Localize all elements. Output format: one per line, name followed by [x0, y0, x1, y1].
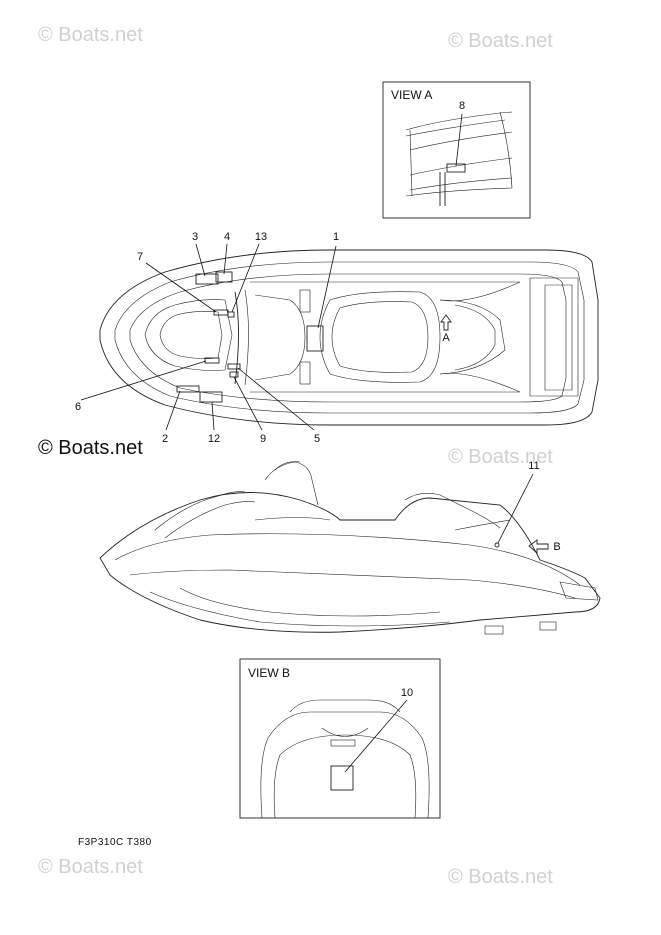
callout-8: 8	[458, 100, 466, 112]
leader-11	[497, 473, 534, 544]
label-decal-6	[204, 357, 220, 364]
label-decal-9	[229, 371, 239, 378]
leader-10	[344, 699, 408, 773]
watermark-middle-left: © Boats.net	[38, 437, 143, 459]
label-decal-13	[227, 311, 235, 318]
callout-5: 5	[313, 433, 321, 445]
view-a-title: VIEW A	[391, 88, 433, 102]
watermark-top-right: © Boats.net	[448, 30, 553, 52]
label-decal-11	[494, 542, 500, 548]
side-view-watercraft	[99, 461, 601, 635]
leader-8	[455, 113, 463, 167]
view-a-arrow-label: A	[442, 332, 450, 344]
leader-2	[165, 390, 181, 431]
watermark-middle-right: © Boats.net	[448, 446, 553, 468]
label-decal-3	[195, 273, 219, 285]
view-b-panel	[239, 658, 441, 819]
leader-1	[317, 245, 337, 329]
view-b-arrow	[528, 539, 549, 554]
view-b-arrow-label: B	[553, 541, 561, 553]
label-decal-12	[199, 391, 223, 403]
callout-12: 12	[207, 433, 221, 445]
view-a-panel	[382, 81, 531, 219]
view-a-arrow	[440, 314, 452, 331]
callout-1: 1	[332, 231, 340, 243]
watermark-bottom-left: © Boats.net	[38, 856, 143, 878]
leader-9	[233, 376, 263, 431]
leader-6	[80, 360, 207, 401]
label-decal-10	[330, 765, 354, 791]
leader-12	[211, 401, 215, 431]
diagram-code: F3P310C T380	[78, 837, 152, 848]
leader-3	[195, 243, 206, 277]
label-decal-1	[306, 325, 324, 352]
watermark-bottom-right: © Boats.net	[448, 866, 553, 888]
callout-11: 11	[528, 460, 540, 472]
leader-5	[237, 367, 315, 431]
label-decal-2	[176, 385, 200, 393]
callout-4: 4	[223, 231, 231, 243]
callout-13: 13	[254, 231, 268, 243]
callout-2: 2	[161, 433, 169, 445]
view-b-title: VIEW B	[248, 666, 291, 680]
callout-6: 6	[74, 401, 82, 413]
label-decal-5	[227, 363, 241, 370]
watermark-top-left: © Boats.net	[38, 24, 143, 46]
leader-7	[145, 262, 217, 313]
top-view-watercraft	[80, 243, 599, 431]
callout-7: 7	[136, 251, 144, 263]
label-decal-7	[213, 309, 229, 316]
callout-3: 3	[191, 231, 199, 243]
leader-4	[223, 243, 228, 275]
leader-13	[231, 243, 260, 313]
callout-10: 10	[400, 687, 414, 699]
callout-9: 9	[259, 433, 267, 445]
